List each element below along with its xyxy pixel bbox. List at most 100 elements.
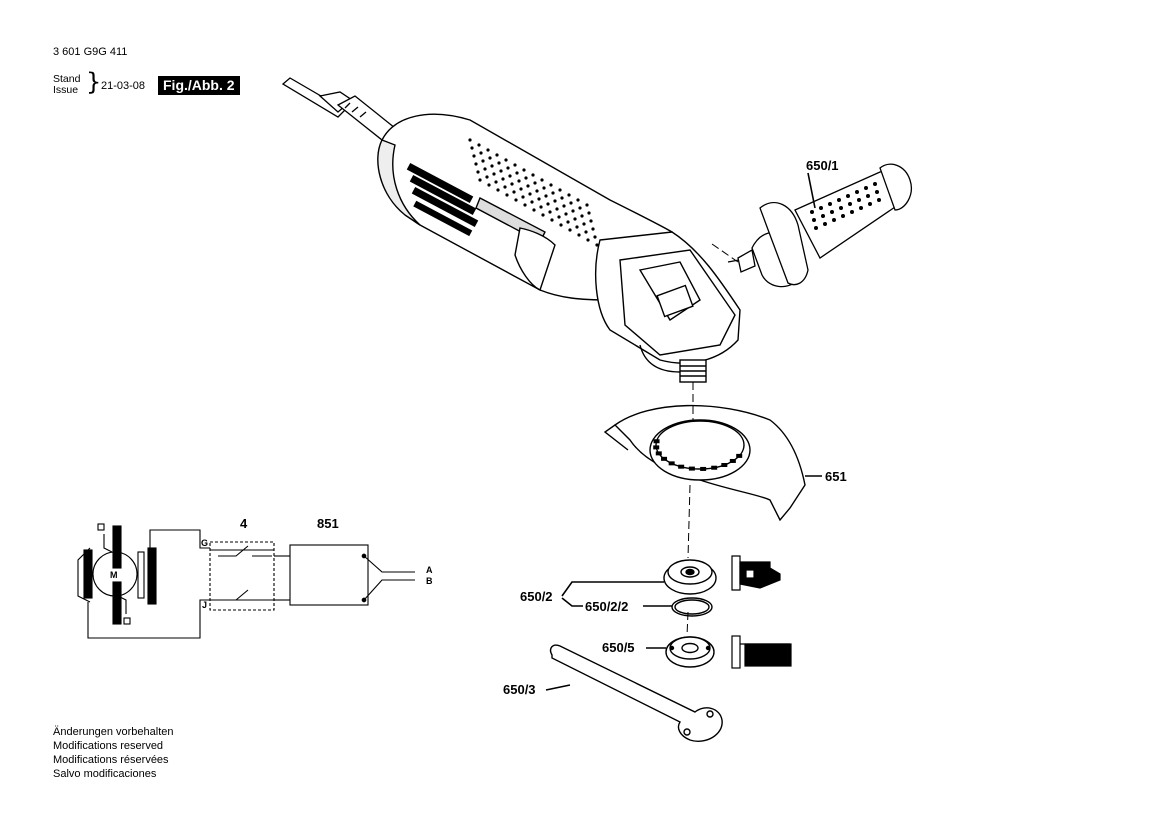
texture-dot <box>828 202 832 206</box>
texture-dot <box>497 161 501 165</box>
texture-dot <box>535 189 539 193</box>
document-number: 3 601 G9G 411 <box>53 46 128 58</box>
mounting-flange-icon <box>663 559 717 595</box>
clamping-nut-icon <box>665 636 715 668</box>
texture-dot <box>859 206 863 210</box>
texture-dot <box>585 203 589 207</box>
texture-dot <box>868 202 872 206</box>
texture-dot <box>812 218 816 222</box>
texture-dot <box>569 201 573 205</box>
stand-label: Stand <box>53 73 81 85</box>
texture-dot <box>532 208 536 212</box>
texture-dot <box>537 197 541 201</box>
texture-dot <box>857 198 861 202</box>
texture-dot <box>580 214 584 218</box>
collar-slot <box>668 461 675 466</box>
texture-dot <box>587 211 591 215</box>
oring-part-label: 650/2/2 <box>585 599 628 614</box>
figure-badge: Fig./Abb. 2 <box>158 76 240 95</box>
collar-slot <box>653 439 660 444</box>
texture-dot <box>472 154 476 158</box>
texture-dot <box>476 170 480 174</box>
modification-notes: Änderungen vorbehalten Modifications res… <box>53 725 173 781</box>
texture-dot <box>848 202 852 206</box>
stand-issue-labels: Stand Issue <box>53 74 80 96</box>
texture-dot <box>553 199 557 203</box>
terminal-b-label: B <box>426 576 433 586</box>
suppressor-part-label: 851 <box>317 516 339 531</box>
texture-dot <box>474 162 478 166</box>
note-line: Modifications réservées <box>53 754 169 766</box>
texture-dot <box>584 230 588 234</box>
texture-dot <box>589 219 593 223</box>
texture-dot <box>875 190 879 194</box>
texture-dot <box>528 192 532 196</box>
o-ring-icon <box>671 597 713 617</box>
texture-dot <box>468 138 472 142</box>
guard-part-label: 651 <box>825 469 847 484</box>
collar-slot <box>736 453 743 458</box>
power-cord-icon <box>281 77 396 141</box>
collar-slot <box>729 458 736 463</box>
grip-texture <box>468 138 599 247</box>
texture-dot <box>591 227 595 231</box>
texture-dot <box>566 220 570 224</box>
collar-slot <box>678 464 685 469</box>
texture-dot <box>540 178 544 182</box>
texture-dot <box>481 159 485 163</box>
texture-dot <box>479 151 483 155</box>
texture-dot <box>551 191 555 195</box>
texture-dot <box>515 171 519 175</box>
collar-slot <box>655 451 662 456</box>
wheel-guard-icon <box>603 404 806 522</box>
switch-part-label: 4 <box>240 516 248 531</box>
texture-dot <box>514 198 518 202</box>
issue-label: Issue <box>53 84 79 96</box>
texture-dot <box>877 198 881 202</box>
texture-dot <box>577 233 581 237</box>
texture-dot <box>567 193 571 197</box>
texture-dot <box>524 176 528 180</box>
texture-dot <box>841 214 845 218</box>
collar-slot <box>653 445 660 450</box>
texture-dot <box>506 166 510 170</box>
texture-dot <box>873 182 877 186</box>
texture-dot <box>575 225 579 229</box>
texture-dot <box>504 158 508 162</box>
texture-dot <box>519 187 523 191</box>
texture-dot <box>582 222 586 226</box>
texture-dot <box>832 218 836 222</box>
texture-dot <box>576 198 580 202</box>
texture-dot <box>593 235 597 239</box>
nut-part-label: 650/5 <box>602 640 635 655</box>
texture-dot <box>850 210 854 214</box>
collar-slot <box>700 466 707 471</box>
texture-dot <box>510 182 514 186</box>
note-line: Änderungen vorbehalten <box>53 726 174 738</box>
texture-dot <box>530 200 534 204</box>
texture-dot <box>573 217 577 221</box>
texture-dot <box>505 193 509 197</box>
texture-dot <box>526 184 530 188</box>
texture-dot <box>533 181 537 185</box>
note-line: Salvo modificaciones <box>53 768 157 780</box>
texture-dot <box>513 163 517 167</box>
texture-dot <box>814 226 818 230</box>
texture-dot <box>483 167 487 171</box>
texture-dot <box>560 196 564 200</box>
spanner-part-label: 650/3 <box>503 682 536 697</box>
texture-dot <box>546 202 550 206</box>
texture-dot <box>586 238 590 242</box>
auxiliary-handle-icon <box>727 163 912 288</box>
collar-slot <box>721 463 728 468</box>
texture-dot <box>523 203 527 207</box>
texture-dot <box>470 146 474 150</box>
texture-dot <box>496 188 500 192</box>
texture-dot <box>564 212 568 216</box>
note-line: Modifications reserved <box>53 740 164 752</box>
part-leader-lines <box>545 172 822 691</box>
texture-dot <box>559 223 563 227</box>
texture-dot <box>521 195 525 199</box>
texture-dot <box>595 243 599 247</box>
collar-slot <box>688 466 695 471</box>
